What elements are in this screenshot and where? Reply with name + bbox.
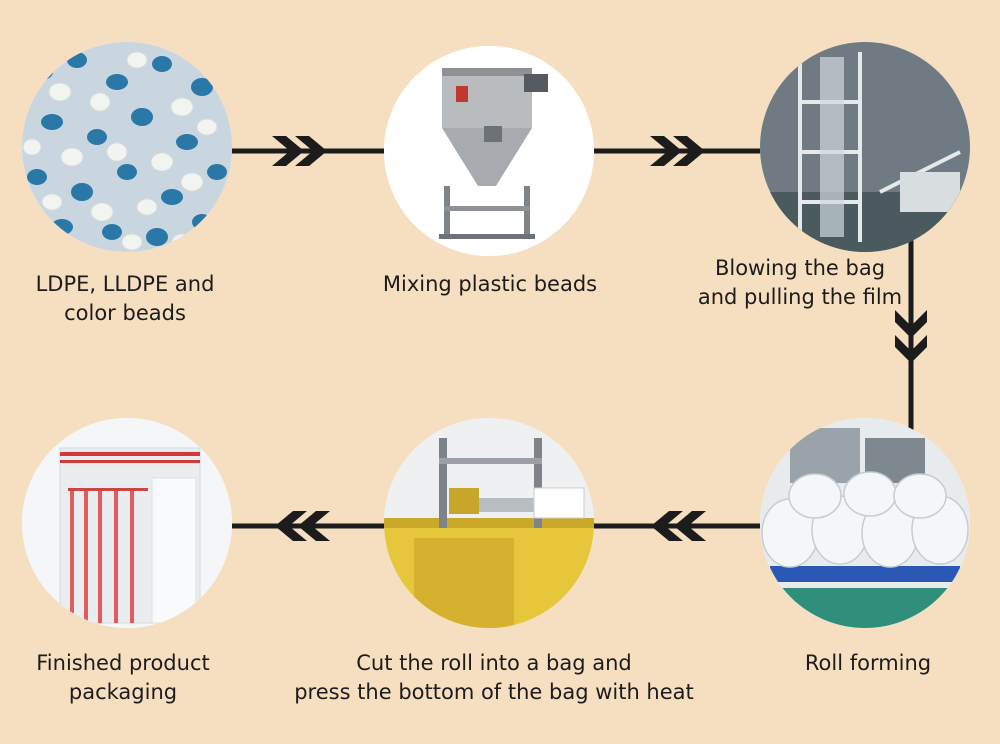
step-label-blowing: Blowing the bag and pulling the film bbox=[650, 254, 950, 312]
mixer-machine-image bbox=[384, 46, 594, 256]
zip-bags-image bbox=[22, 418, 232, 628]
bag-cutting-machine-image bbox=[384, 418, 594, 628]
label-line: Mixing plastic beads bbox=[382, 272, 598, 296]
chevron-left-icon bbox=[651, 511, 706, 541]
step-label-roll-forming: Roll forming bbox=[718, 649, 1000, 678]
label-line: press the bottom of the bag with heat bbox=[294, 680, 694, 704]
label-line: Finished product bbox=[36, 651, 210, 675]
step-label-packaging: Finished product packaging bbox=[0, 649, 273, 707]
label-line: Cut the roll into a bag and bbox=[356, 651, 632, 675]
label-line: Roll forming bbox=[804, 651, 932, 675]
step-label-mixing: Mixing plastic beads bbox=[340, 270, 640, 299]
label-line: color beads bbox=[64, 301, 186, 325]
plastic-beads-image bbox=[22, 42, 232, 252]
label-line: Blowing the bag bbox=[714, 256, 886, 280]
step-label-cutting: Cut the roll into a bag and press the bo… bbox=[294, 649, 694, 707]
chevron-right-icon bbox=[650, 136, 705, 166]
film-blowing-tower-image bbox=[760, 42, 970, 252]
label-line: and pulling the film bbox=[697, 285, 903, 309]
film-rolls-image bbox=[760, 418, 970, 628]
label-line: LDPE, LLDPE and bbox=[35, 272, 215, 296]
step-label-raw-materials: LDPE, LLDPE and color beads bbox=[0, 270, 275, 328]
chevron-down-icon bbox=[895, 310, 927, 363]
chevron-right-icon bbox=[272, 136, 327, 166]
chevron-left-icon bbox=[275, 511, 330, 541]
label-line: packaging bbox=[68, 680, 178, 704]
